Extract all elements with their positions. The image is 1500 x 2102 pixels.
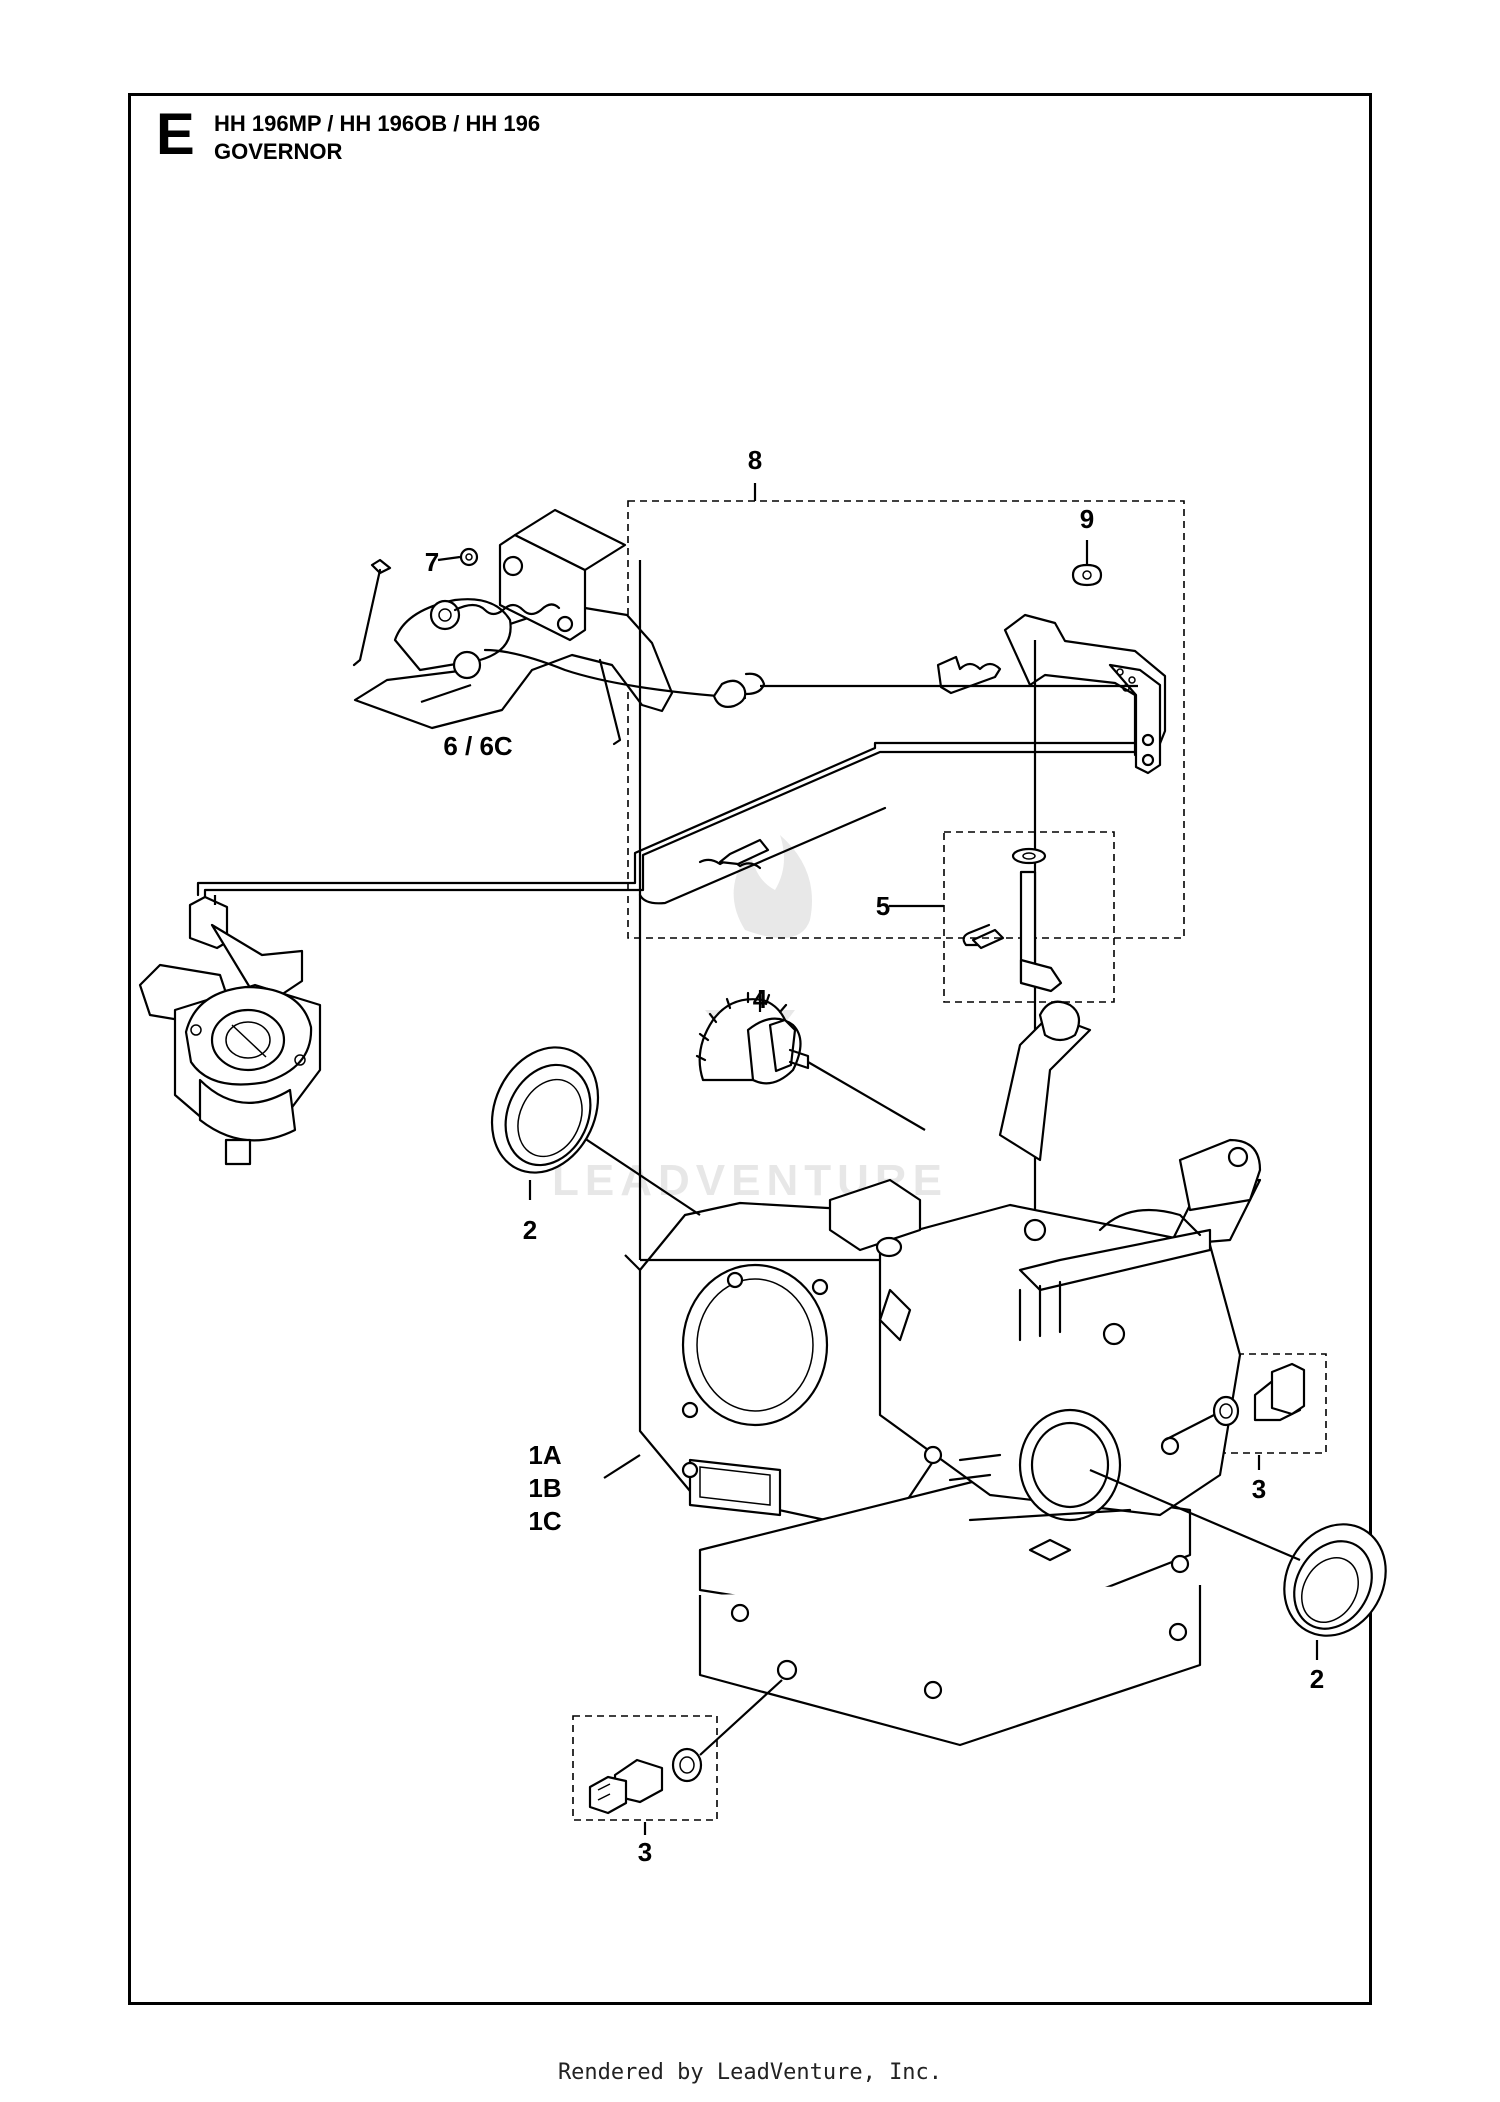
callout-9: 9: [1080, 504, 1094, 534]
throttle-linkage: [196, 741, 1159, 907]
callout-3-bottom: 3: [638, 1837, 652, 1867]
callout-8: 8: [748, 445, 762, 475]
callout-4: 4: [753, 984, 768, 1014]
group-box-5: [943, 831, 1115, 1003]
governor-gear: [695, 990, 926, 1131]
carburetor: [138, 895, 322, 1166]
oil-seal-left: [490, 1046, 600, 1200]
section-title: GOVERNOR: [214, 139, 343, 164]
drain-plug-bottom: [588, 1679, 783, 1835]
callout-3-right: 3: [1252, 1474, 1266, 1504]
callout-1c: 1C: [528, 1506, 561, 1536]
callout-2-right: 2: [1310, 1664, 1324, 1694]
group-box-8: [627, 500, 1185, 939]
callout-1a: 1A: [528, 1440, 561, 1470]
drain-plug-right: [1164, 1362, 1306, 1470]
oil-seal-right: [1089, 1468, 1387, 1660]
governor-arm-assembly: [352, 508, 766, 746]
callout-5: 5: [876, 891, 890, 921]
callout-2-left: 2: [523, 1215, 537, 1245]
callout-7: 7: [425, 547, 439, 577]
callout-6-6c: 6 / 6C: [443, 731, 513, 761]
governor-lever: [760, 540, 1167, 1230]
diagram-frame: [128, 93, 1372, 2005]
model-list: HH 196MP / HH 196OB / HH 196: [214, 111, 541, 136]
group-box-3-bottom: [572, 1715, 718, 1821]
callout-1b: 1B: [528, 1473, 561, 1503]
crankcase: [562, 560, 1262, 1747]
governor-shaft-kit: [889, 847, 1063, 993]
footer-credit: Rendered by LeadVenture, Inc.: [557, 2060, 943, 2085]
section-letter: E: [156, 102, 195, 167]
